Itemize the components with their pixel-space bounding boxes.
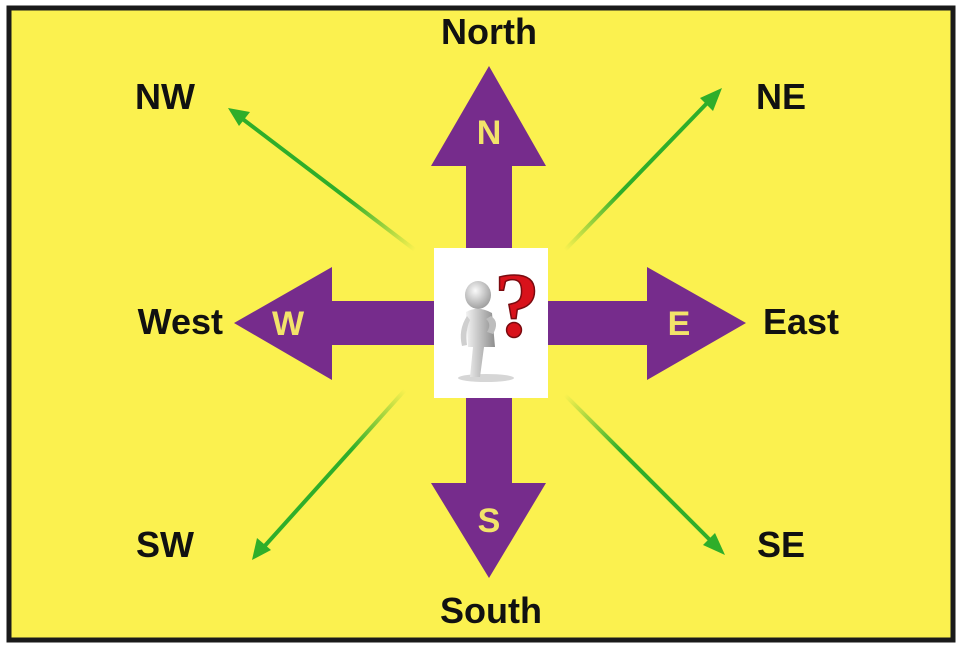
south-arrow-letter: S: [478, 502, 501, 540]
figure-head: [465, 281, 491, 309]
southwest-arrow: [252, 388, 407, 560]
north-arrow-letter: N: [477, 114, 502, 152]
west-arrow-letter: W: [272, 305, 305, 343]
east-label: East: [763, 301, 839, 342]
northeast-arrowhead: [700, 88, 722, 111]
south-label: South: [440, 590, 542, 631]
southeast-label: SE: [757, 524, 805, 565]
east-arrow-letter: E: [668, 305, 691, 343]
north-label: North: [441, 11, 537, 52]
northwest-label: NW: [135, 76, 195, 117]
figure-arm-left: [460, 316, 470, 346]
east-arrow: [547, 267, 746, 380]
west-label: West: [138, 301, 223, 342]
southeast-arrow: [563, 393, 725, 555]
southwest-arrowhead: [252, 538, 271, 560]
southeast-arrowhead: [703, 533, 725, 555]
southwest-label: SW: [136, 524, 194, 565]
north-arrow: [431, 66, 546, 250]
northeast-label: NE: [756, 76, 806, 117]
northwest-arrow: [228, 108, 417, 252]
west-arrow: [234, 267, 434, 380]
thinking-person-question-icon: ?: [434, 248, 548, 398]
northeast-arrow: [563, 88, 722, 252]
figure-arm: [486, 316, 497, 334]
south-arrow: [431, 398, 546, 578]
figure-body: [466, 308, 495, 377]
question-mark-icon: ?: [494, 254, 540, 356]
figure-shadow: [458, 374, 514, 382]
northwest-arrowhead: [228, 108, 250, 126]
